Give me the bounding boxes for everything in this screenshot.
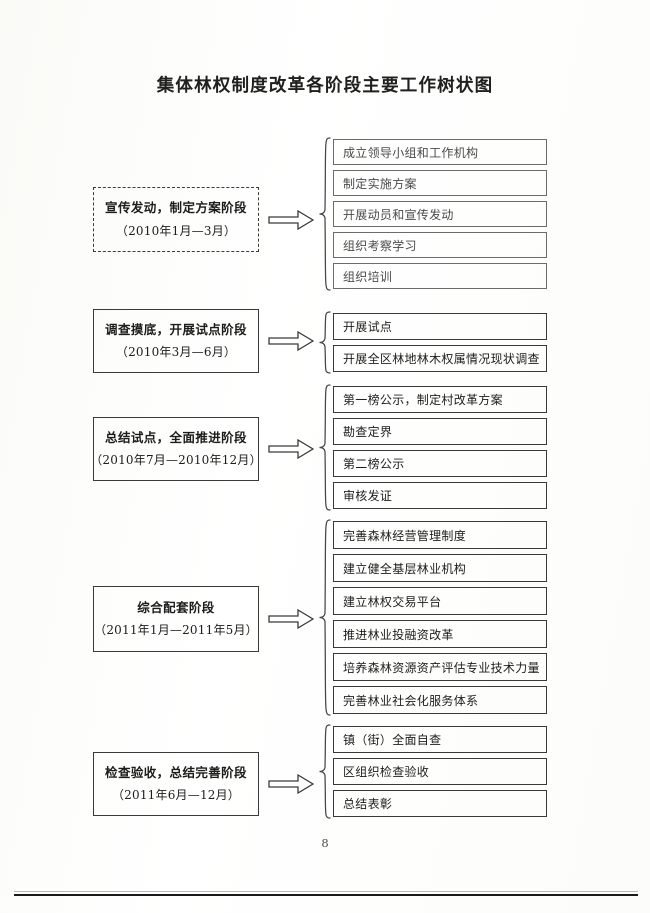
page-title: 集体林权制度改革各阶段主要工作树状图 [156,76,494,96]
group-brace-icon [318,519,332,716]
group-brace-icon [318,311,332,374]
stage-period: （2010年1月—3月） [115,223,237,238]
flow-arrow-icon [268,209,314,231]
task-box[interactable]: 培养森林资源资产评估专业技术力量 [333,653,547,681]
scan-edge-line [14,894,638,896]
flow-arrow-icon [268,773,314,795]
task-box[interactable]: 审核发证 [333,482,547,509]
flow-arrow-icon [268,608,314,630]
stage-period: （2011年1月—2011年5月） [94,623,258,638]
stage-title: 综合配套阶段 [137,599,215,615]
stage-period: （2010年3月—6月） [115,345,237,360]
task-box[interactable]: 开展动员和宣传发动 [333,201,547,227]
task-box[interactable]: 勘查定界 [333,418,547,445]
task-box[interactable]: 第一榜公示，制定村改革方案 [333,386,547,413]
stage-box-2[interactable]: 调查摸底，开展试点阶段 （2010年3月—6月） [93,309,259,373]
task-box[interactable]: 开展全区林地林木权属情况现状调查 [333,345,547,372]
stage-period: （2011年6月—12月） [111,788,241,803]
stage-title: 检查验收，总结完善阶段 [105,764,247,780]
task-box[interactable]: 组织培训 [333,263,547,289]
stage-title: 总结试点，全面推进阶段 [105,429,247,445]
task-box[interactable]: 组织考察学习 [333,232,547,258]
task-box[interactable]: 第二榜公示 [333,450,547,477]
task-box[interactable]: 完善森林经营管理制度 [333,521,547,549]
flow-arrow-icon [268,330,314,352]
stage-box-1[interactable]: 宣传发动，制定方案阶段 （2010年1月—3月） [93,187,259,252]
page-number: 8 [321,836,329,850]
task-box[interactable]: 成立领导小组和工作机构 [333,139,547,165]
task-box[interactable]: 镇（街）全面自查 [333,726,547,753]
scan-edge-shadow [14,891,638,892]
stage-title: 调查摸底，开展试点阶段 [105,321,247,337]
group-brace-icon [318,724,332,819]
task-box[interactable]: 开展试点 [333,313,547,340]
flow-arrow-icon [268,438,314,460]
task-box[interactable]: 建立林权交易平台 [333,587,547,615]
stage-box-3[interactable]: 总结试点，全面推进阶段 （2010年7月—2010年12月） [90,417,262,481]
stage-title: 宣传发动，制定方案阶段 [105,200,247,216]
task-box[interactable]: 区组织检查验收 [333,758,547,785]
group-brace-icon [318,137,332,291]
task-box[interactable]: 完善林业社会化服务体系 [333,686,547,714]
task-box[interactable]: 推进林业投融资改革 [333,620,547,648]
group-brace-icon [318,384,332,511]
stage-box-4[interactable]: 综合配套阶段 （2011年1月—2011年5月） [93,586,259,652]
stage-box-5[interactable]: 检查验收，总结完善阶段 （2011年6月—12月） [93,752,259,816]
task-box[interactable]: 总结表彰 [333,790,547,817]
task-box[interactable]: 建立健全基层林业机构 [333,554,547,582]
stage-period: （2010年7月—2010年12月） [90,453,262,468]
task-box[interactable]: 制定实施方案 [333,170,547,196]
